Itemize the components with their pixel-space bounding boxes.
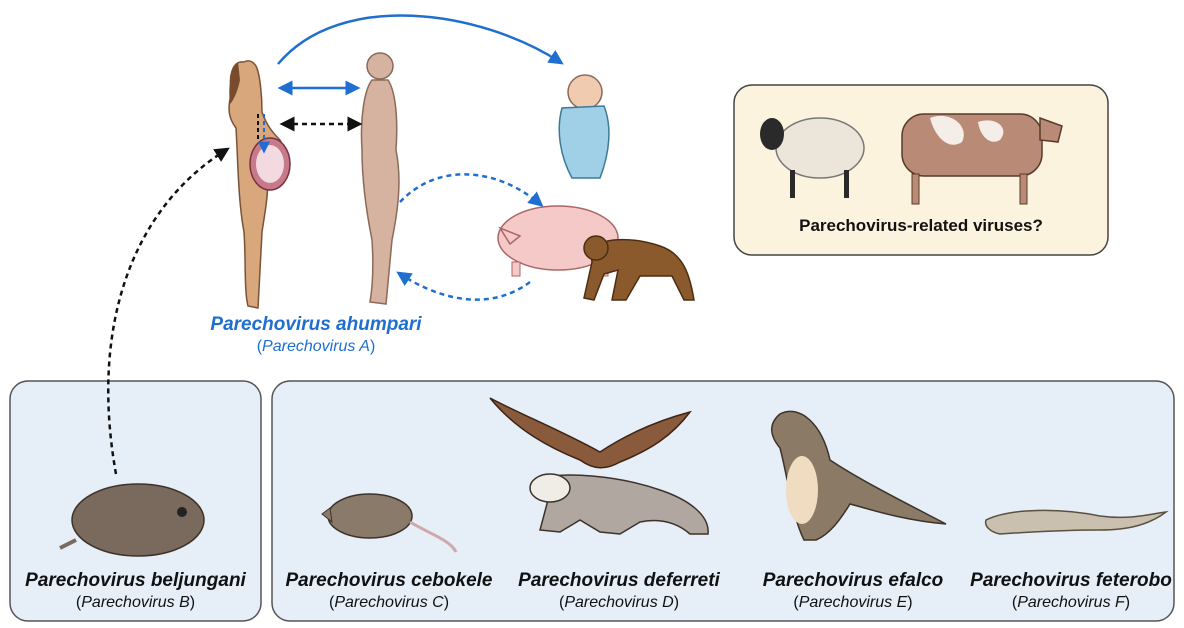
species-b-name: Parechovirus beljungani	[10, 570, 261, 592]
species-b-old-name: (Parechovirus B)	[10, 594, 261, 612]
pregnant-woman-figure	[229, 61, 290, 308]
species-f-label: Parechovirus feterobo (Parechovirus F)	[968, 570, 1174, 612]
man-figure	[361, 53, 398, 304]
species-b-label: Parechovirus beljungani (Parechovirus B)	[10, 570, 261, 612]
arrow-animals-to-man	[400, 274, 530, 300]
species-a-label: Parechovirus ahumpari (Parechovirus A)	[196, 314, 436, 356]
species-c-label: Parechovirus cebokele (Parechovirus C)	[280, 570, 498, 612]
species-e-label: Parechovirus efalco (Parechovirus E)	[748, 570, 958, 612]
arrow-woman-to-baby	[278, 16, 560, 64]
species-d-name: Parechovirus deferreti	[506, 570, 732, 592]
species-a-old-name: (Parechovirus A)	[196, 338, 436, 356]
species-e-old-name: (Parechovirus E)	[748, 594, 958, 612]
arrow-man-to-animals	[400, 174, 540, 204]
swaddled-baby	[559, 75, 609, 178]
related-viruses-label: Parechovirus-related viruses?	[734, 216, 1108, 236]
species-d-old-name: (Parechovirus D)	[506, 594, 732, 612]
species-c-name: Parechovirus cebokele	[280, 570, 498, 592]
species-f-old-name: (Parechovirus F)	[968, 594, 1174, 612]
species-a-name: Parechovirus ahumpari	[196, 314, 436, 336]
monkey	[584, 236, 694, 300]
species-f-name: Parechovirus feterobo	[968, 570, 1174, 592]
species-d-label: Parechovirus deferreti (Parechovirus D)	[506, 570, 732, 612]
species-c-old-name: (Parechovirus C)	[280, 594, 498, 612]
species-e-name: Parechovirus efalco	[748, 570, 958, 592]
